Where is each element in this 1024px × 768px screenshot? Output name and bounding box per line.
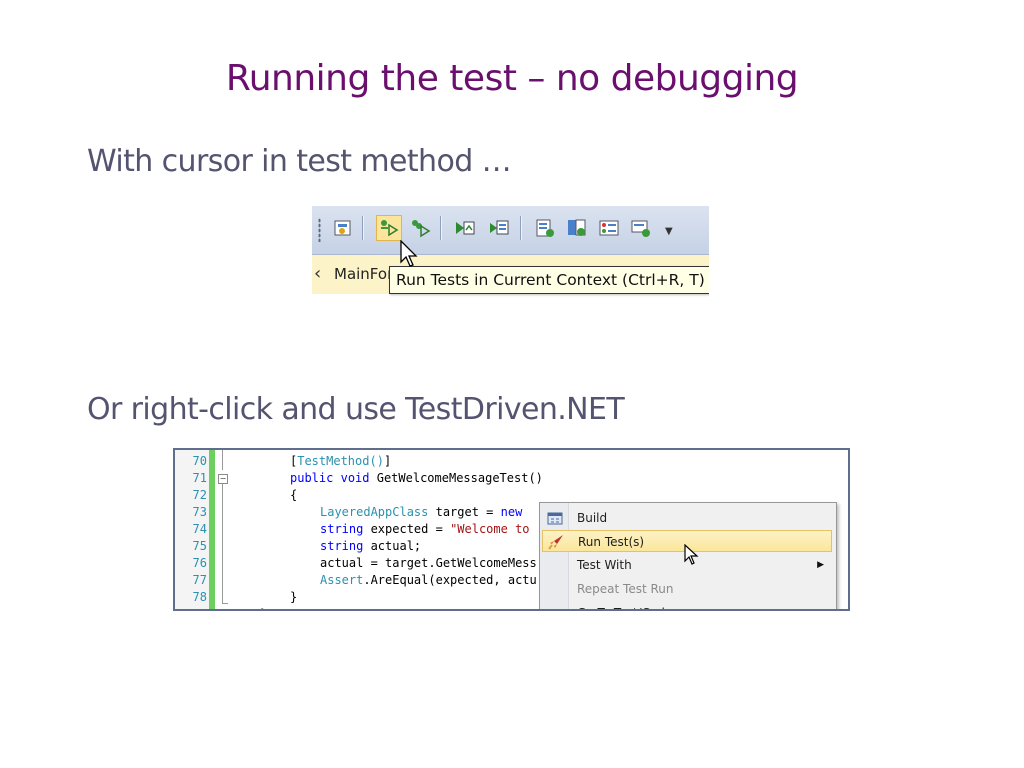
menu-item-repeat-test-run[interactable]: Repeat Test Run	[542, 578, 832, 600]
code-line[interactable]: public void GetWelcomeMessageTest()	[290, 471, 543, 485]
menu-item-label: Test With	[577, 558, 632, 572]
menu-item-build[interactable]: Build	[542, 507, 832, 529]
code-line[interactable]: actual = target.GetWelcomeMess	[320, 556, 537, 570]
code-line[interactable]: string actual;	[320, 539, 422, 553]
code-line[interactable]: {	[290, 488, 298, 502]
line-number: 71	[192, 471, 207, 485]
mouse-cursor-icon	[400, 240, 418, 267]
submenu-arrow-icon: ▶	[817, 560, 824, 570]
run-tests-tooltip: Run Tests in Current Context (Ctrl+R, T)	[389, 266, 709, 294]
change-tracking-bar	[209, 450, 215, 609]
menu-item-label: Build	[577, 511, 608, 525]
toolbar-grip[interactable]	[318, 218, 321, 242]
code-line[interactable]: }	[260, 607, 267, 609]
toolbar-screenshot: ▼ ‹ MainFor e Run Tests in Current Conte…	[312, 206, 709, 302]
code-line[interactable]: [TestMethod()]	[290, 454, 392, 468]
menu-item-label: Run Test(s)	[578, 535, 645, 549]
toolbar-separator	[520, 216, 522, 240]
build-icon	[547, 512, 563, 525]
chevron-left-icon[interactable]: ‹	[314, 263, 322, 284]
line-number: 70	[192, 454, 207, 468]
bullet-text-cursor: With cursor in test method …	[87, 144, 512, 179]
menu-item-label: Go To Test/Code	[577, 602, 672, 609]
toolbar-separator	[362, 216, 364, 240]
slide-title: Running the test – no debugging	[225, 58, 799, 99]
bullet-text-right-click: Or right-click and use TestDriven.NET	[87, 392, 625, 427]
outline-guide	[222, 484, 223, 604]
collapse-icon[interactable]: −	[218, 474, 228, 484]
testdriven-context-menu: Build Run Test(s) Test With ▶ Repeat Tes…	[539, 502, 837, 609]
mouse-cursor-icon	[684, 544, 699, 565]
code-editor-screenshot: 70 71 72 73 74 75 76 77 78 79 − [TestMet…	[173, 448, 850, 611]
test-results-icon[interactable]	[596, 215, 622, 241]
line-number: 74	[192, 522, 207, 536]
editor-strip	[312, 294, 709, 302]
test-list-icon[interactable]	[532, 215, 558, 241]
outline-guide	[222, 603, 228, 604]
debug-tests-icon[interactable]	[452, 215, 478, 241]
code-line[interactable]: string expected = "Welcome to	[320, 522, 530, 536]
line-number: 78	[192, 590, 207, 604]
outline-guide	[222, 450, 223, 470]
toolbar-separator	[440, 216, 442, 240]
line-number-gutter: 70 71 72 73 74 75 76 77 78 79	[175, 450, 209, 609]
test-toolbar: ▼	[312, 206, 709, 254]
menu-item-go-to-test-code[interactable]: Go To Test/Code	[542, 602, 832, 609]
line-number: 75	[192, 539, 207, 553]
run-all-tests-icon[interactable]	[408, 215, 434, 241]
code-line[interactable]: Assert.AreEqual(expected, actu	[320, 573, 537, 587]
line-number: 73	[192, 505, 207, 519]
line-number: 77	[192, 573, 207, 587]
code-token: TestMethod()	[297, 454, 384, 468]
document-tab-mainform[interactable]: MainFor	[334, 265, 394, 283]
line-number: 79	[175, 607, 207, 609]
test-runs-icon[interactable]	[628, 215, 654, 241]
code-line[interactable]: }	[290, 590, 298, 604]
menu-item-test-with[interactable]: Test With ▶	[542, 554, 832, 576]
menu-item-label: Repeat Test Run	[577, 582, 674, 596]
line-number: 76	[192, 556, 207, 570]
code-line[interactable]: LayeredAppClass target = new	[320, 505, 523, 519]
toolbar-overflow-icon[interactable]: ▼	[665, 226, 673, 237]
debug-all-tests-icon[interactable]	[486, 215, 512, 241]
rocket-icon	[548, 535, 563, 550]
test-view-icon[interactable]	[564, 215, 590, 241]
run-tests-icon[interactable]	[376, 215, 402, 241]
line-number: 72	[192, 488, 207, 502]
run-config-icon[interactable]	[330, 215, 356, 241]
